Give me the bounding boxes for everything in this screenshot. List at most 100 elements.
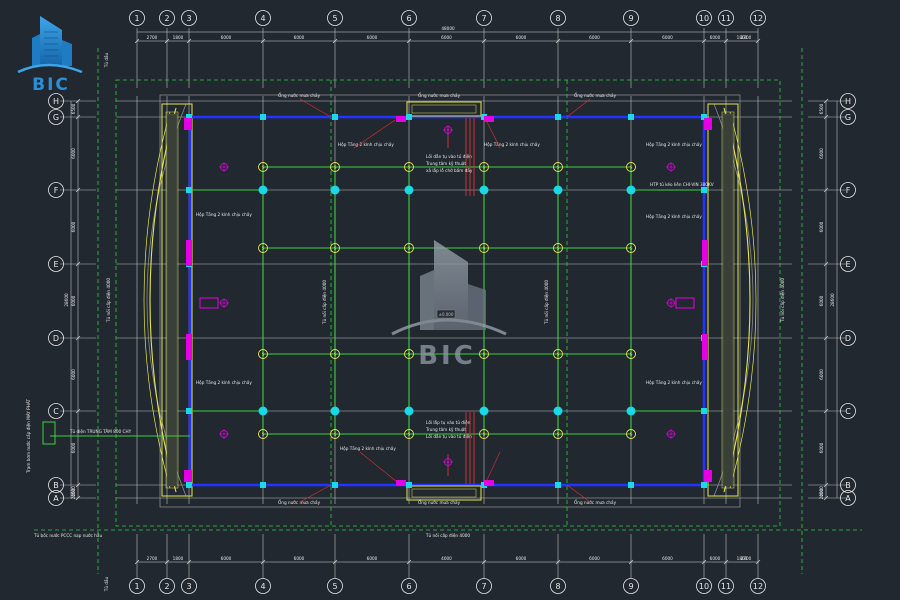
side-note: Trạm bơm nước cấp điện MÁY PHÁT: [26, 399, 31, 474]
axis-bubble-ring: [48, 490, 64, 506]
dimension-tick: [701, 559, 707, 565]
axis-bubble-icon: A: [48, 490, 64, 506]
manhole-icon: $: [404, 162, 414, 172]
manhole-icon: $: [479, 429, 489, 439]
manhole-icon: $: [626, 162, 636, 172]
dimension-tick: [823, 98, 829, 104]
marker-block: [186, 240, 192, 266]
valve-icon: [219, 298, 229, 308]
manhole-glyph: $: [262, 246, 265, 252]
axis-bubble-icon: 6: [401, 578, 417, 594]
drain-note: Ống nước mưa chảy: [278, 500, 321, 505]
center-note: Lối lắp tụ vào tủ điện: [426, 420, 471, 425]
axis-bubble-ring: [718, 578, 734, 594]
drain-note: Ống nước mưa chảy: [574, 93, 617, 98]
axis-bubble-label: 7: [481, 582, 486, 591]
dimension-tick: [481, 559, 487, 565]
manhole-glyph: $: [408, 432, 411, 438]
dimension-tick: [755, 559, 761, 565]
column-square-icon: [555, 114, 561, 120]
axis-bubble-icon: 1: [129, 578, 145, 594]
manhole-ring: [553, 429, 563, 439]
site-note: Tủ nối cấp điện 4000: [425, 533, 470, 538]
dimension-tick: [823, 187, 829, 193]
dimension-tick: [75, 187, 81, 193]
dimension-tick: [481, 38, 487, 44]
dashed-boundaries: [34, 48, 862, 574]
bracket-note: Hộp Tầng 2 kính chịu chảy: [338, 142, 394, 147]
manhole-glyph: $: [630, 432, 633, 438]
axis-bubble-icon: 9: [623, 10, 639, 26]
center-note: Trung tâm kỹ thuật: [425, 161, 466, 166]
top-dimension-label: 6000: [516, 35, 527, 40]
axis-bubble-ring: [623, 578, 639, 594]
axis-bubble-label: 6: [406, 14, 411, 23]
marker-block: [484, 480, 494, 486]
manhole-glyph: $: [630, 246, 633, 252]
axis-bubble-ring: [476, 578, 492, 594]
axis-bubble-icon: 8: [550, 578, 566, 594]
axis-bubble-icon: F: [48, 182, 64, 198]
marker-block: [484, 116, 494, 122]
axis-bubble-ring: [129, 578, 145, 594]
manhole-icon: $: [258, 429, 268, 439]
column-square-icon: [628, 114, 634, 120]
top-dimension-label: 2700: [741, 35, 752, 40]
leader-line: [566, 484, 591, 503]
axis-bubble-label: 5: [332, 14, 337, 23]
column-square-icon: [332, 482, 338, 488]
overall-dimension-label: 48000: [441, 26, 455, 31]
manhole-glyph: $: [262, 432, 265, 438]
axis-bubble-label: 6: [406, 582, 411, 591]
dimension-tick: [406, 559, 412, 565]
drain-note: Ống nước mưa chảy: [574, 500, 617, 505]
column-dot-icon: [330, 185, 340, 195]
bracket-note: Hộp Tầng 2 kính chịu chảy: [484, 142, 540, 147]
left-dimension-label: 6000: [71, 148, 76, 159]
column-dot-icon: [553, 406, 563, 416]
axis-bubble-ring: [840, 109, 856, 125]
manhole-ring: [258, 243, 268, 253]
bracket-note: Hộp Tầng 2 kính chịu chảy: [340, 446, 396, 451]
manhole-icon: $: [404, 349, 414, 359]
marker-block: [184, 470, 192, 482]
axis-bubble-label: F: [54, 186, 59, 195]
top-dimension-label: 6000: [441, 35, 452, 40]
panel-box-icon: [42, 421, 56, 445]
manhole-icon: $: [404, 243, 414, 253]
manhole-icon: $: [553, 243, 563, 253]
right-dimension-label: 6500: [819, 103, 824, 114]
column-square-icon: [260, 114, 266, 120]
axis-bubble-icon: G: [840, 109, 856, 125]
dimension-tick: [75, 495, 81, 501]
manhole-ring: [479, 243, 489, 253]
column-dot-icon: [404, 185, 414, 195]
axis-bubble-label: 10: [699, 14, 709, 23]
dimension-tick: [260, 38, 266, 44]
axis-bubble-label: C: [845, 407, 851, 416]
column-dot-icon: [626, 406, 636, 416]
dimension-tick: [701, 38, 707, 44]
center-note: Lối dẫn tụ vào tủ điện: [426, 434, 472, 439]
bottom-dimension-label: 6000: [294, 556, 305, 561]
panel-note: Tủ điện TRUNG TÂM 800 CHY: [69, 429, 132, 434]
watermark-logo: ±0.000 BIC: [391, 240, 507, 371]
manhole-icon: $: [404, 429, 414, 439]
manhole-glyph: $: [408, 352, 411, 358]
axis-bubble-icon: B: [48, 477, 64, 493]
axis-bubble-ring: [255, 578, 271, 594]
dimension-tick: [75, 335, 81, 341]
column-dot-icon: [479, 406, 489, 416]
manhole-ring: [404, 162, 414, 172]
manhole-icon: $: [258, 349, 268, 359]
bottom-dimension-label: 2700: [741, 556, 752, 561]
axis-bubble-icon: A: [840, 490, 856, 506]
column-square-icon: [555, 482, 561, 488]
manhole-glyph: $: [334, 165, 337, 171]
dimension-tick: [186, 559, 192, 565]
dimension-tick: [755, 38, 761, 44]
axis-bubble-label: 11: [721, 14, 731, 23]
axis-bubble-label: A: [53, 494, 59, 503]
right-dimension-label: 6000: [819, 442, 824, 453]
